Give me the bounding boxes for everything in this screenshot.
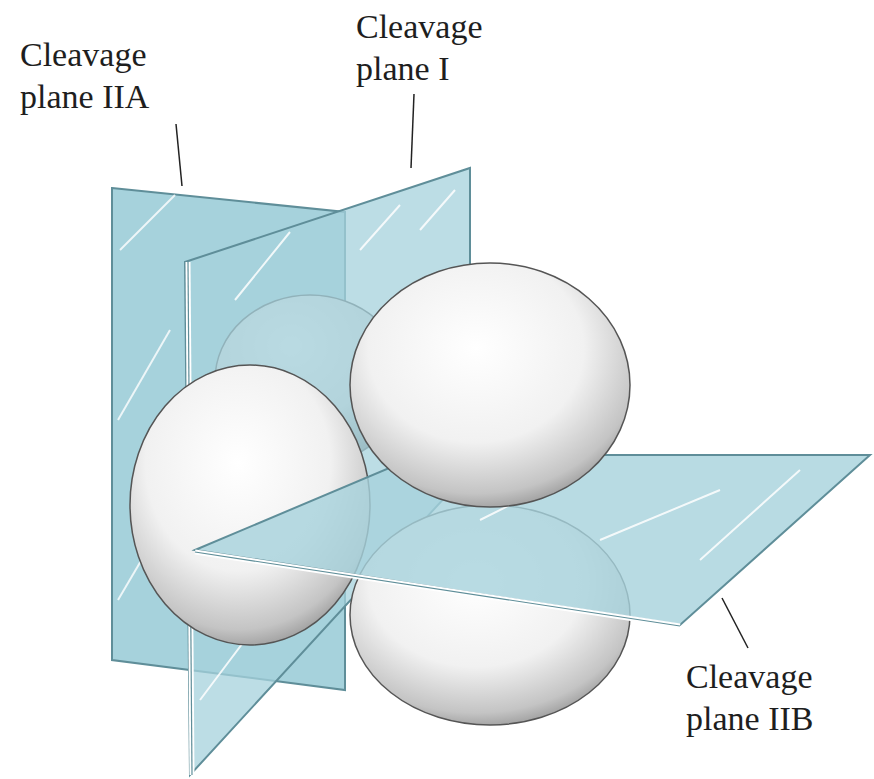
plane-label: Cleavage plane IIA bbox=[20, 34, 210, 118]
blastomere bbox=[350, 263, 630, 507]
plane-label: Cleavage plane IIB bbox=[686, 656, 870, 740]
leader-line bbox=[722, 598, 748, 648]
plane-edge bbox=[195, 552, 680, 626]
leader-line bbox=[176, 124, 182, 186]
plane-edge bbox=[195, 552, 680, 626]
leader-line bbox=[411, 94, 414, 168]
plane-label: Cleavage plane I bbox=[356, 6, 536, 90]
